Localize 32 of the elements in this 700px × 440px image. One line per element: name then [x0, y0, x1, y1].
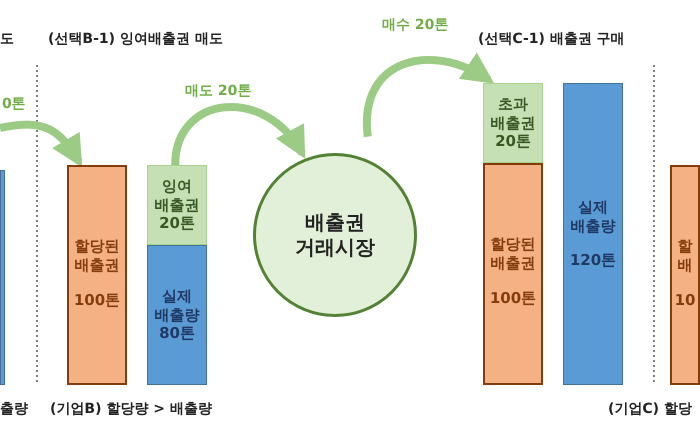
bar-segment — [483, 83, 543, 163]
bar-label: 10 — [674, 290, 696, 310]
bar-label: 실제 배출량 — [570, 198, 616, 236]
bar-segment — [147, 165, 207, 245]
bar-label: 실제 배출량 80톤 — [154, 286, 200, 344]
bar-segment — [0, 170, 5, 385]
bar-label: 할당된 배출권 — [74, 237, 120, 274]
bar-segment — [147, 245, 207, 385]
edge-label: 매수 20톤 — [382, 16, 448, 34]
heading: (선택C-1) 배출권 구매 — [478, 30, 625, 48]
bar-label: 할당된 배출권 — [490, 235, 536, 272]
heading: 도 — [0, 30, 14, 48]
bar-segment — [483, 163, 543, 385]
curved-arrow — [171, 103, 306, 166]
bar-segment — [67, 165, 127, 385]
edge-label: 매도 20톤 — [185, 82, 252, 100]
bar-label: 100톤 — [490, 288, 536, 308]
bar-segment — [563, 83, 623, 385]
caption: (기업B) 할당량 > 배출량 — [50, 400, 212, 418]
bar-label: 배출권 거래시장 — [294, 210, 376, 260]
bar-label: 할 배 — [676, 237, 694, 274]
bar-segment — [670, 165, 700, 385]
bar-label: 100톤 — [74, 290, 120, 310]
heading: (선택B-1) 잉여배출권 매도 — [48, 30, 223, 48]
bar-label: 잉여 배출권 20톤 — [154, 176, 200, 234]
edge-label: 0톤 — [2, 95, 26, 113]
caption: (기업C) 할당 — [608, 400, 692, 418]
bar-label: 초과 배출권 20톤 — [490, 94, 536, 152]
caption: 출량 — [0, 400, 28, 418]
curved-arrow — [363, 53, 495, 137]
curved-arrow — [0, 120, 82, 168]
bar-label: 120톤 — [570, 251, 616, 270]
